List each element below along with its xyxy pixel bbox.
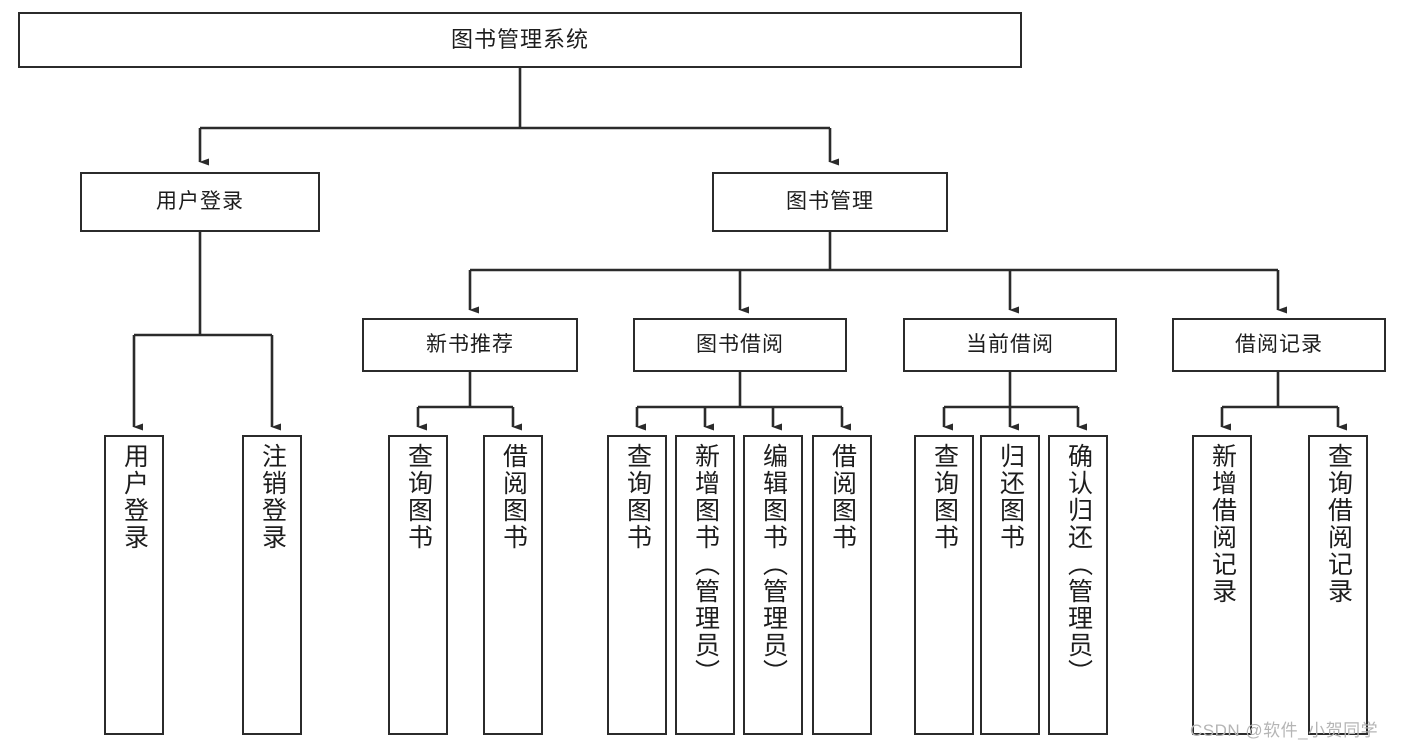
node-leaf-query-book-borrow[interactable]: 查询图书 — [607, 435, 667, 735]
csdn-watermark: CSDN @软件_小贺同学 — [1190, 721, 1379, 740]
node-label: 查询借阅记录 — [1324, 443, 1353, 605]
node-label: 新增图书（管理员） — [691, 443, 720, 686]
node-label: 图书管理 — [786, 190, 874, 214]
node-leaf-return-book[interactable]: 归还图书 — [980, 435, 1040, 735]
node-leaf-edit-book-admin[interactable]: 编辑图书（管理员） — [743, 435, 803, 735]
node-label: 借阅图书 — [828, 443, 857, 551]
node-leaf-query-book-current[interactable]: 查询图书 — [914, 435, 974, 735]
node-label: 图书管理系统 — [450, 26, 589, 52]
node-label: 查询图书 — [930, 443, 959, 551]
node-label: 查询图书 — [623, 443, 652, 551]
node-leaf-add-book-admin[interactable]: 新增图书（管理员） — [675, 435, 735, 735]
node-label: 新书推荐 — [426, 333, 514, 357]
node-book-management[interactable]: 图书管理 — [712, 172, 948, 232]
node-leaf-logout[interactable]: 注销登录 — [242, 435, 302, 735]
node-leaf-lend-book[interactable]: 借阅图书 — [812, 435, 872, 735]
node-label: 归还图书 — [996, 443, 1025, 551]
node-leaf-user-login[interactable]: 用户登录 — [104, 435, 164, 735]
node-label: 用户登录 — [120, 443, 149, 551]
node-user-login[interactable]: 用户登录 — [80, 172, 320, 232]
node-label: 借阅图书 — [499, 443, 528, 551]
node-leaf-add-borrow-record[interactable]: 新增借阅记录 — [1192, 435, 1252, 735]
node-label: 用户登录 — [156, 190, 244, 214]
node-leaf-confirm-return-admin[interactable]: 确认归还（管理员） — [1048, 435, 1108, 735]
node-label: 新增借阅记录 — [1208, 443, 1237, 605]
node-label: 当前借阅 — [966, 333, 1054, 357]
node-leaf-query-borrow-record[interactable]: 查询借阅记录 — [1308, 435, 1368, 735]
node-borrow-records[interactable]: 借阅记录 — [1172, 318, 1386, 372]
node-label: 借阅记录 — [1235, 333, 1323, 357]
node-label: 注销登录 — [258, 443, 287, 551]
node-new-book-recommendation[interactable]: 新书推荐 — [362, 318, 578, 372]
node-root-book-management-system[interactable]: 图书管理系统 — [18, 12, 1022, 68]
node-leaf-borrow-book-new[interactable]: 借阅图书 — [483, 435, 543, 735]
node-current-borrowing[interactable]: 当前借阅 — [903, 318, 1117, 372]
node-label: 确认归还（管理员） — [1064, 443, 1093, 686]
node-label: 图书借阅 — [696, 333, 784, 357]
node-book-borrowing[interactable]: 图书借阅 — [633, 318, 847, 372]
node-leaf-query-book-new[interactable]: 查询图书 — [388, 435, 448, 735]
node-label: 编辑图书（管理员） — [759, 443, 788, 686]
node-label: 查询图书 — [404, 443, 433, 551]
